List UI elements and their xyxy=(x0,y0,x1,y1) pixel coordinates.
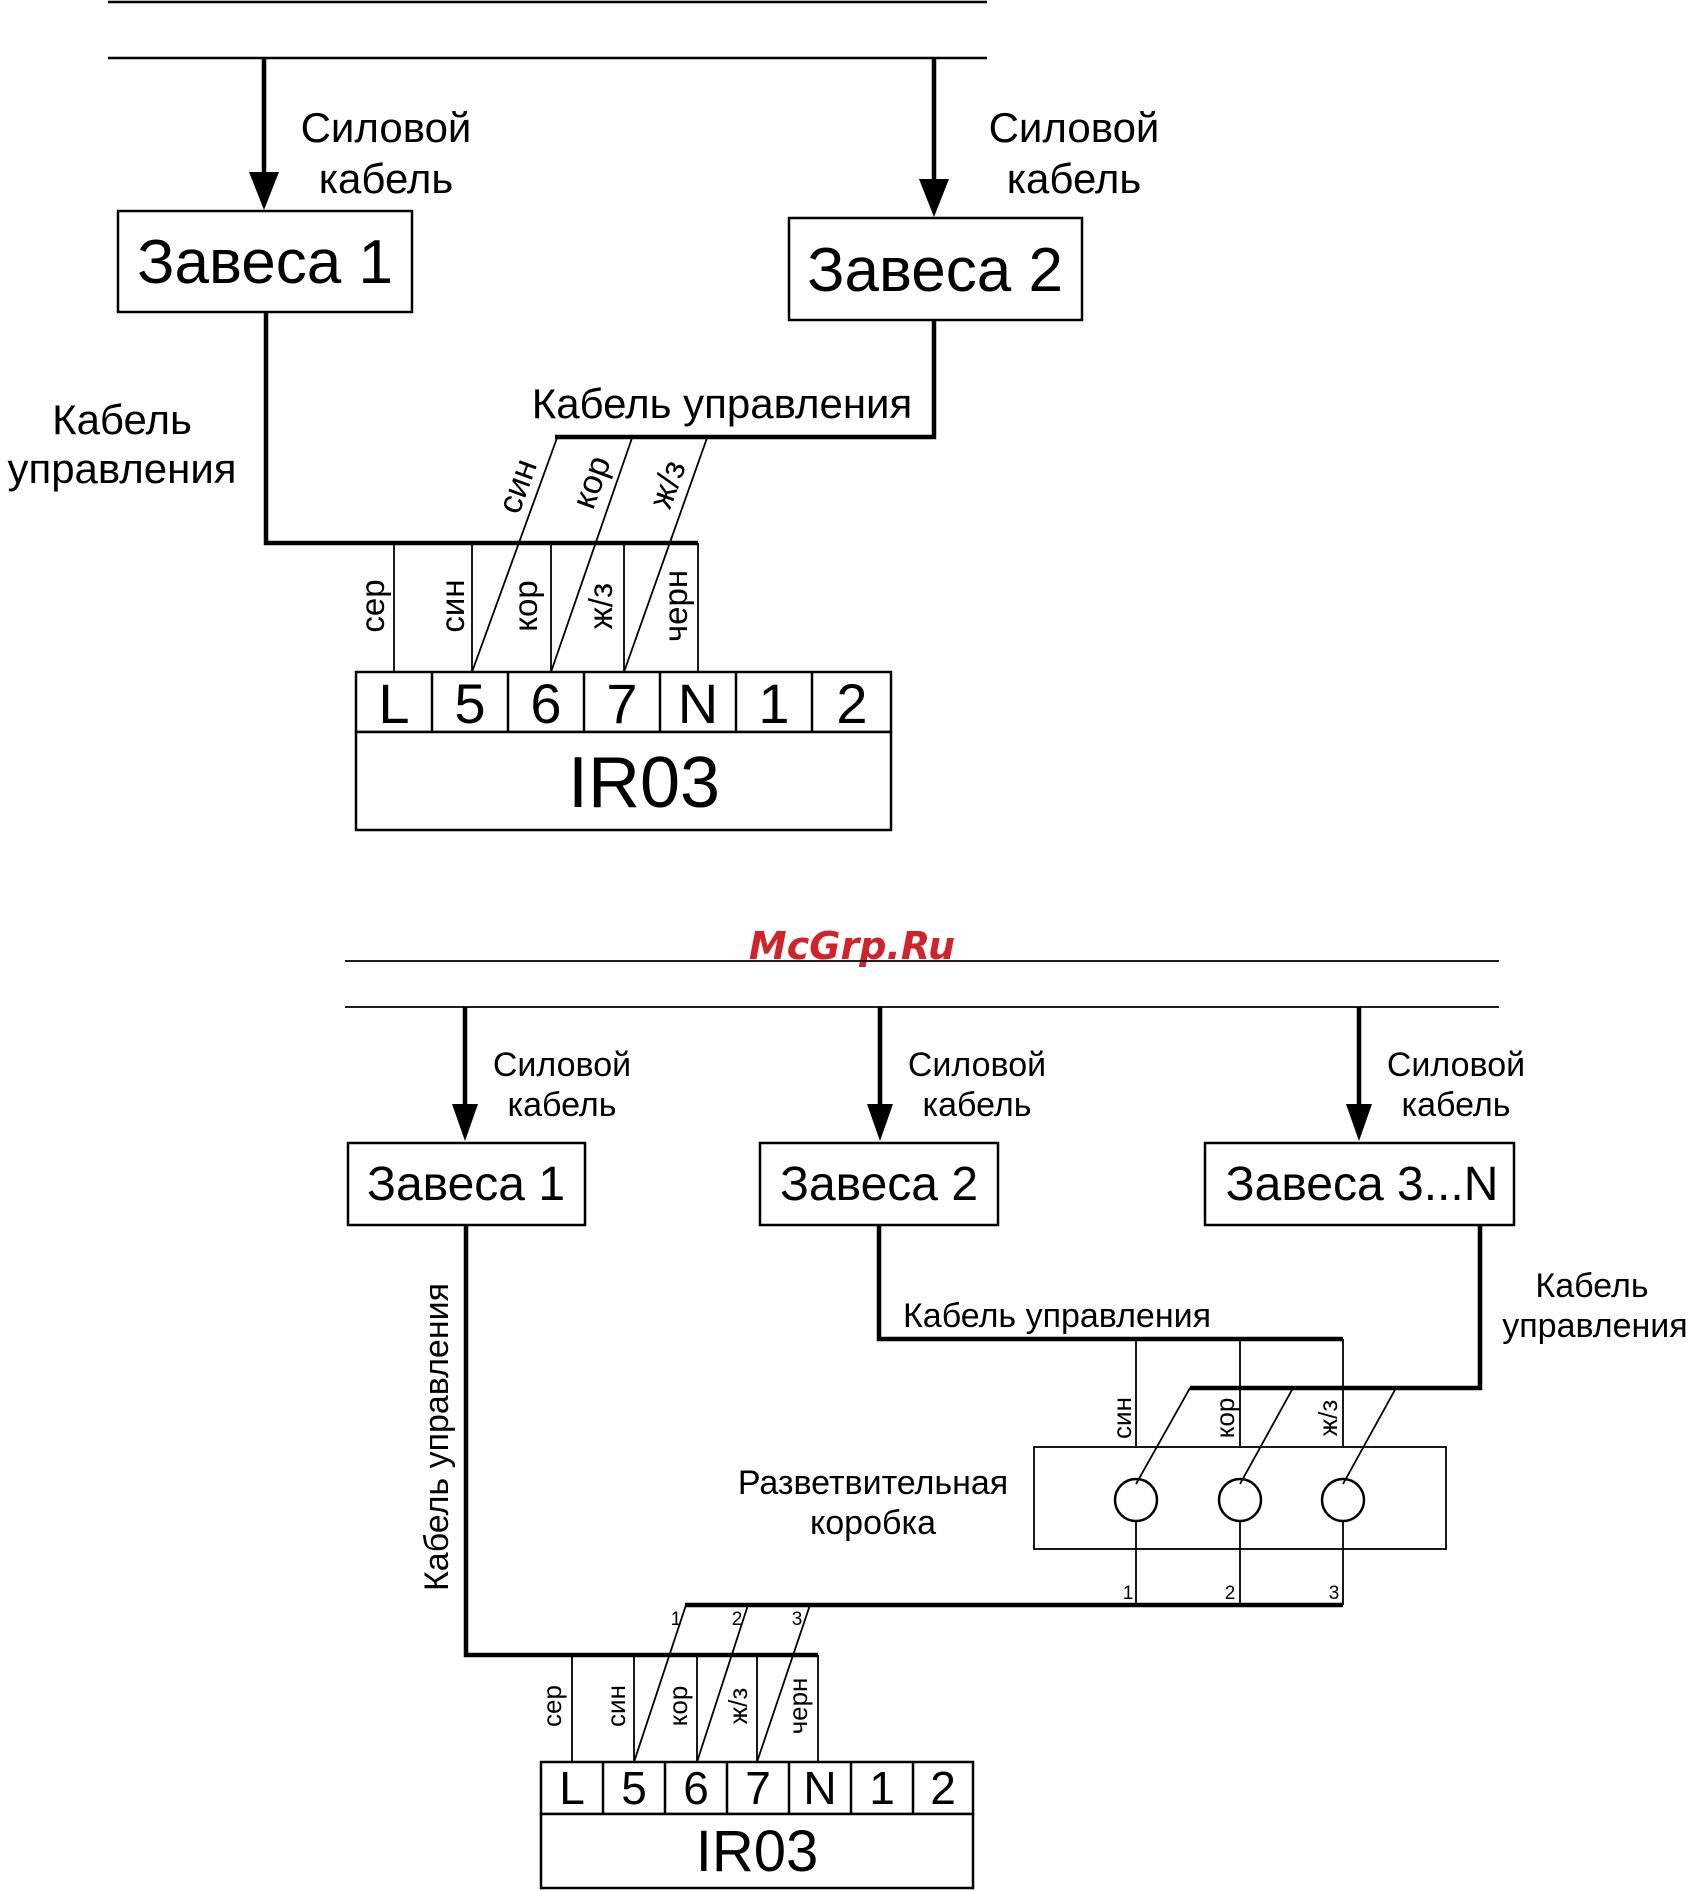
terminal-6: 6 xyxy=(530,672,561,735)
control-cable-right-label: Кабель управления xyxy=(532,380,913,427)
terminal-L: L xyxy=(378,672,409,735)
junction-wire-label-yellow-green: ж/з xyxy=(1313,1400,1343,1437)
terminal-strip xyxy=(354,670,893,734)
curtain-1-label: Завеса 1 xyxy=(367,1158,565,1211)
bus-wire-diagonal xyxy=(696,1604,749,1763)
curtain-3-label: Завеса 3...N xyxy=(1226,1158,1499,1211)
curtain-2-box xyxy=(758,1141,1000,1227)
curtain-2-label: Завеса 2 xyxy=(807,236,1063,305)
junction-wire-label-blue: син xyxy=(1107,1397,1137,1439)
terminal-1: 1 xyxy=(758,672,789,735)
terminal-wire-label: син xyxy=(434,579,471,632)
wire-yellow-green-diagonal xyxy=(623,437,708,673)
terminal-7: 7 xyxy=(745,1762,771,1814)
junction-terminal-3 xyxy=(1320,1477,1366,1523)
arrow-down-icon xyxy=(1346,1104,1372,1141)
power-cable-2-label-line2: кабель xyxy=(923,1086,1032,1124)
bus-wire-diagonal xyxy=(633,1604,687,1763)
curtain-1-box xyxy=(346,1141,587,1227)
junction-wire-diagonal xyxy=(1342,1387,1397,1485)
curtain-1-box xyxy=(116,209,414,314)
bus-wire-label-yellow-green: ж/з xyxy=(642,455,694,513)
terminal-wire-label: кор xyxy=(663,1686,693,1727)
curtain-1-label: Завеса 1 xyxy=(137,228,393,297)
junction-terminal-2 xyxy=(1217,1477,1263,1523)
controller-box xyxy=(539,1812,975,1890)
power-cable-1-label-line1: Силовой xyxy=(301,104,472,151)
arrow-down-icon xyxy=(249,172,279,210)
terminal-5: 5 xyxy=(621,1762,647,1814)
terminal-wire-label: кор xyxy=(507,580,544,632)
arrow-down-icon xyxy=(452,1104,478,1141)
diagram-1: Силовой кабель Силовой кабель Завеса 1 З… xyxy=(7,0,1160,832)
controller-label: IR03 xyxy=(568,743,720,823)
control-cable-left-label-line1: Кабель xyxy=(52,396,192,443)
terminal-wire-label: син xyxy=(601,1685,631,1727)
terminal-L: L xyxy=(559,1762,585,1814)
terminal-2: 2 xyxy=(930,1762,956,1814)
terminal-wire-label: ж/з xyxy=(723,1688,753,1725)
controller-box xyxy=(354,730,893,832)
controller-label: IR03 xyxy=(696,1819,819,1884)
curtain-3-box xyxy=(1203,1141,1516,1227)
control-cable-1-line xyxy=(463,1225,818,1658)
control-cable-left-label-line2: управления xyxy=(7,445,236,492)
terminal-N: N xyxy=(678,672,718,735)
terminal-wire-label: сер xyxy=(537,1685,567,1727)
control-cable-right-label-line2: управления xyxy=(1502,1307,1687,1345)
junction-box-label-line1: Разветвительная xyxy=(738,1464,1008,1502)
power-cable-2-label-line2: кабель xyxy=(1007,155,1142,202)
control-cable-left-line xyxy=(263,312,698,546)
bus-number: 1 xyxy=(671,1609,682,1630)
wire-blue-diagonal xyxy=(471,437,558,673)
arrow-down-icon xyxy=(867,1104,893,1141)
power-cable-1-label-line1: Силовой xyxy=(493,1046,631,1084)
terminal-N: N xyxy=(803,1762,836,1814)
terminal-1: 1 xyxy=(869,1762,895,1814)
terminal-wire-label: черн xyxy=(657,570,694,642)
diagram-2: Силовой кабель Силовой кабель Силовой ка… xyxy=(345,960,1688,1890)
bus-wire-diagonal xyxy=(756,1604,811,1763)
junction-wire-diagonal xyxy=(1135,1387,1191,1485)
power-cable-1-label-line2: кабель xyxy=(319,155,454,202)
bus-wire-label-blue: син xyxy=(490,454,544,518)
power-cable-2-label-line1: Силовой xyxy=(908,1046,1046,1084)
arrow-down-icon xyxy=(919,179,949,217)
bus-wire-label-brown: кор xyxy=(565,451,619,514)
junction-number: 3 xyxy=(1329,1583,1340,1604)
control-cable-right-line xyxy=(555,320,937,440)
terminal-7: 7 xyxy=(606,672,637,735)
terminal-6: 6 xyxy=(683,1762,709,1814)
power-cable-3-label-line1: Силовой xyxy=(1387,1046,1525,1084)
terminal-5: 5 xyxy=(454,672,485,735)
terminal-strip xyxy=(539,1760,975,1816)
power-cable-3-label-line2: кабель xyxy=(1402,1086,1511,1124)
junction-terminal-1 xyxy=(1113,1477,1159,1523)
junction-number: 1 xyxy=(1123,1583,1134,1604)
junction-box-label-line2: коробка xyxy=(810,1504,936,1542)
terminal-2: 2 xyxy=(836,672,867,735)
terminal-wire-label: черн xyxy=(783,1678,813,1735)
control-cable-vertical-label: Кабель управления xyxy=(418,1283,456,1591)
terminal-wire-label: сер xyxy=(354,579,391,632)
junction-wire-diagonal xyxy=(1239,1387,1294,1485)
junction-number: 2 xyxy=(1225,1583,1236,1604)
junction-wire-label-brown: кор xyxy=(1210,1398,1240,1439)
control-cable-right-label-line1: Кабель xyxy=(1535,1267,1648,1305)
bus-number: 3 xyxy=(792,1609,803,1630)
curtain-2-label: Завеса 2 xyxy=(780,1158,978,1211)
wire-brown-diagonal xyxy=(550,437,633,673)
control-cable-mid-label: Кабель управления xyxy=(903,1297,1211,1335)
power-cable-2-label-line1: Силовой xyxy=(989,104,1160,151)
bus-number: 2 xyxy=(732,1609,743,1630)
control-cable-3-line xyxy=(1190,1225,1483,1391)
power-cable-1-label-line2: кабель xyxy=(508,1086,617,1124)
terminal-wire-label: ж/з xyxy=(582,583,619,629)
control-cable-2-line xyxy=(876,1225,1343,1342)
